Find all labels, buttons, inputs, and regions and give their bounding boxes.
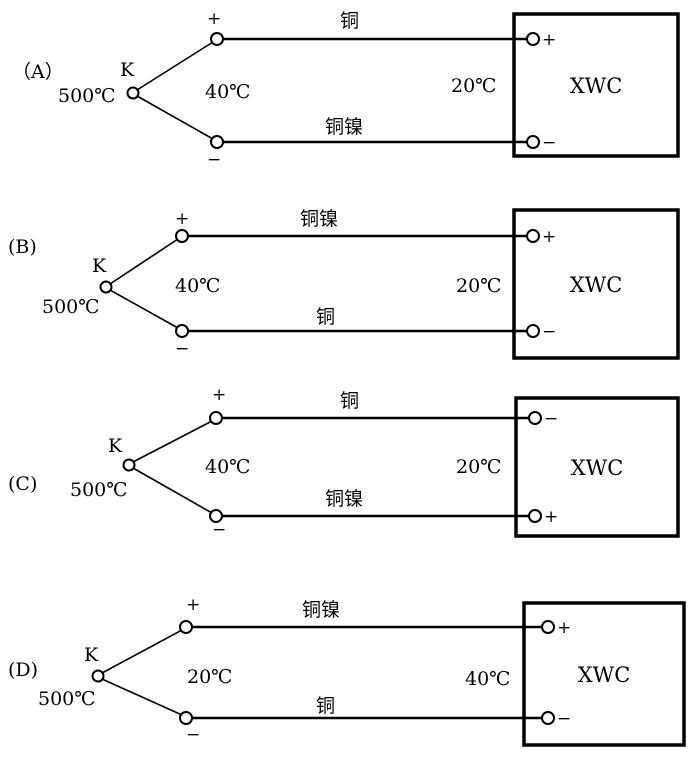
panel-a-instrument-box (512, 12, 680, 158)
panel-d-bottom-wire-label: 铜 (316, 695, 335, 717)
panel-c-bottom-wire-label: 铜镍 (325, 488, 363, 510)
panel-c-terminal-positive (209, 411, 223, 425)
panel-a-label: （A） (12, 61, 64, 83)
panel-a-ref-temp: 20℃ (451, 75, 496, 97)
panel-d-hot-junction (91, 669, 105, 683)
panel-d-leg-positive (101, 629, 183, 674)
panel-b-label: (B) (8, 236, 37, 258)
panel-c-instrument-box (514, 396, 680, 538)
panel-c-top-wire-label: 铜 (340, 390, 359, 412)
panel-c-instrument-bottom-sign: + (544, 507, 558, 527)
panel-a-hot-junction (126, 86, 140, 100)
panel-a-instrument-bottom-sign: − (542, 133, 556, 153)
panel-a-instrument-terminal-bottom (526, 135, 540, 149)
panel-b-instrument-terminal-bottom (526, 324, 540, 338)
panel-d-junction-temp: 20℃ (187, 666, 232, 688)
panel-c-instrument-label: XWC (571, 456, 624, 480)
panel-a-bottom-wire-label: 铜镍 (325, 116, 363, 138)
panel-a-top-wire-label: 铜 (340, 10, 359, 32)
panel-b-ref-temp: 20℃ (456, 275, 501, 297)
panel-d-minus-sign: − (186, 725, 200, 745)
panel-b-instrument-box (512, 208, 680, 360)
panel-b-minus-sign: − (175, 339, 189, 359)
panel-d-instrument-terminal-top (541, 620, 555, 634)
panel-b-sensor-type: K (92, 255, 107, 277)
panel-b-instrument-bottom-sign: − (542, 322, 556, 342)
panel-d-top-wire-label: 铜镍 (302, 599, 340, 621)
panel-d-instrument-terminal-bottom (541, 711, 555, 725)
panel-d-sensor-type: K (84, 644, 99, 666)
panel-b-bottom-wire-label: 铜 (316, 306, 335, 328)
panel-b-junction-temp: 40℃ (175, 275, 220, 297)
panel-a-terminal-positive (210, 32, 224, 46)
panel-b-top-wire-label: 铜镍 (300, 208, 338, 230)
panel-b-plus-sign: + (175, 209, 189, 229)
panel-b-leg-positive (109, 238, 179, 285)
panel-c-plus-sign: + (212, 385, 226, 405)
panel-b-hot-temp: 500℃ (42, 296, 100, 318)
panel-a-plus-sign: + (207, 9, 221, 29)
panel-b-terminal-positive (175, 229, 189, 243)
panel-c-junction-temp: 40℃ (205, 456, 250, 478)
panel-b-instrument-label: XWC (570, 273, 623, 297)
panel-d-instrument-bottom-sign: − (557, 709, 571, 729)
panel-a-terminal-negative (210, 135, 224, 149)
panel-c-leg-negative (132, 467, 213, 514)
panel-d-terminal-positive (179, 620, 193, 634)
panel-a-instrument-terminal-top (526, 32, 540, 46)
panel-d-ref-temp: 40℃ (465, 668, 510, 690)
panel-c-sensor-type: K (108, 435, 123, 457)
panel-c-hot-junction (122, 458, 136, 472)
panel-c-instrument-terminal-top (528, 411, 542, 425)
panel-c-terminal-negative (209, 509, 223, 523)
panel-d-hot-temp: 500℃ (38, 688, 96, 710)
panel-a-leg-negative (136, 95, 214, 140)
panel-b-hot-junction (99, 280, 113, 294)
panel-d-instrument-label: XWC (578, 663, 631, 687)
panel-b-instrument-terminal-top (526, 229, 540, 243)
panel-a-hot-temp: 500℃ (58, 85, 116, 107)
panel-d-label: (D) (8, 659, 38, 681)
panel-b-terminal-negative (175, 324, 189, 338)
panel-c-leg-positive (132, 420, 213, 463)
panel-b-leg-negative (109, 289, 179, 329)
panel-c-instrument-terminal-bottom (528, 509, 542, 523)
panel-c-hot-temp: 500℃ (70, 479, 128, 501)
panel-d-instrument-top-sign: + (557, 618, 571, 638)
panel-a-sensor-type: K (120, 59, 135, 81)
panel-c-ref-temp: 20℃ (456, 456, 501, 478)
panel-c-minus-sign: − (212, 520, 226, 540)
panel-a-instrument-top-sign: + (542, 30, 556, 50)
panel-b-instrument-top-sign: + (542, 227, 556, 247)
panel-a-leg-positive (136, 41, 214, 91)
panel-d-terminal-negative (179, 711, 193, 725)
panel-d-leg-negative (101, 678, 183, 716)
panel-a-instrument-label: XWC (570, 74, 623, 98)
panel-a-junction-temp: 40℃ (205, 81, 250, 103)
panel-d-plus-sign: + (186, 595, 200, 615)
panel-a-minus-sign: − (207, 150, 221, 170)
panel-c-instrument-top-sign: − (544, 409, 558, 429)
panel-c-label: (C) (8, 473, 37, 495)
